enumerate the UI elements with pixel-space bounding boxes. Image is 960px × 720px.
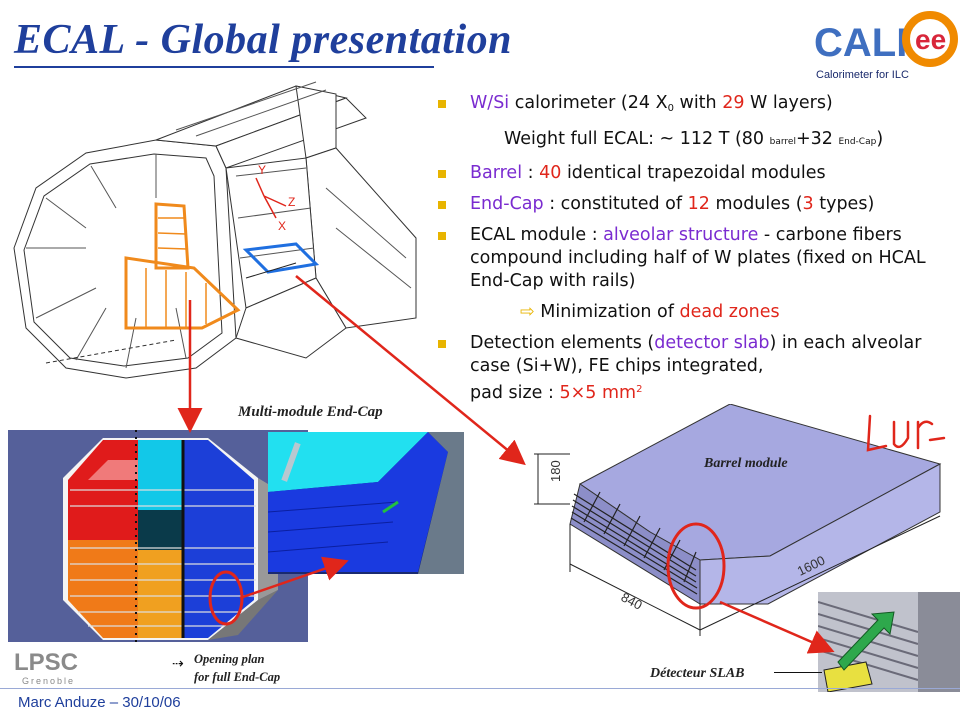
svg-text:Y: Y <box>258 163 266 177</box>
detecteur-slab-caption: Détecteur SLAB <box>650 666 745 681</box>
endcap-render <box>8 430 308 642</box>
page-title: ECAL - Global presentation <box>14 17 512 63</box>
weight-line: Weight full ECAL: ~ 112 T (80 barrel+32 … <box>504 129 884 149</box>
svg-text:X: X <box>278 219 286 233</box>
arrow-to-barrel <box>295 275 526 466</box>
endcap-detail-render <box>267 432 464 574</box>
logo-text-ee: ee <box>915 24 946 55</box>
bullet-square-icon <box>438 201 446 209</box>
bullet-ecal-module: ECAL module : alveolar structure - carbo… <box>436 224 952 293</box>
footer-date: – 30/10/06 <box>105 694 181 711</box>
multi-module-caption: Multi-module End-Cap <box>238 404 383 420</box>
lpsc-logo: LPSC Grenoble <box>12 646 122 692</box>
logo-tagline: Calorimeter for ILC <box>816 69 909 81</box>
bullet-endcap: End-Cap : constituted of 12 modules (3 t… <box>436 193 952 216</box>
arrow-right-icon: ⇢ <box>172 656 184 672</box>
arrow-to-slab <box>719 600 835 654</box>
footer-divider <box>0 688 960 689</box>
barrel-module-highlight <box>242 242 320 274</box>
bullet-square-icon <box>438 100 446 108</box>
slab-detail-render <box>817 592 960 693</box>
slab-caption-leader <box>774 672 822 673</box>
lpsc-logo-text: LPSC <box>14 649 78 676</box>
svg-text:Z: Z <box>288 195 295 209</box>
calice-logo: CALI ee Calorimeter for ILC <box>808 6 958 86</box>
bullet-wsi: W/Si calorimeter (24 X0 with 29 W layers… <box>436 92 952 120</box>
title-underline <box>14 66 434 68</box>
bullet-list: W/Si calorimeter (24 X0 with 29 W layers… <box>436 92 952 413</box>
barrel-module-drawing: 180 840 1600 <box>510 403 960 682</box>
footer: Marc Anduze – 30/10/06 <box>18 694 181 711</box>
opening-plan-caption-1: Opening plan <box>194 652 265 666</box>
dead-zones-line: ⇨ Minimization of dead zones <box>520 302 780 322</box>
opening-plan-caption-2: for full End-Cap <box>194 670 281 684</box>
bullet-square-icon <box>438 340 446 348</box>
footer-author: Marc Anduze <box>18 694 106 711</box>
dim-180: 180 <box>548 460 563 482</box>
handwritten-annotation <box>860 408 950 458</box>
bullet-barrel: Barrel : 40 identical trapezoidal module… <box>436 162 952 185</box>
bullet-detection: Detection elements (detector slab) in ea… <box>436 332 952 405</box>
arrow-to-endcap-detail <box>239 556 349 600</box>
bullet-square-icon <box>438 232 446 240</box>
barrel-module-caption: Barrel module <box>704 456 788 471</box>
arrow-right-icon: ⇨ <box>520 302 535 322</box>
barrel-slab-highlight <box>666 522 726 610</box>
logo-text-cali: CALI <box>814 21 907 65</box>
lpsc-logo-subtext: Grenoble <box>22 676 75 686</box>
bullet-square-icon <box>438 170 446 178</box>
